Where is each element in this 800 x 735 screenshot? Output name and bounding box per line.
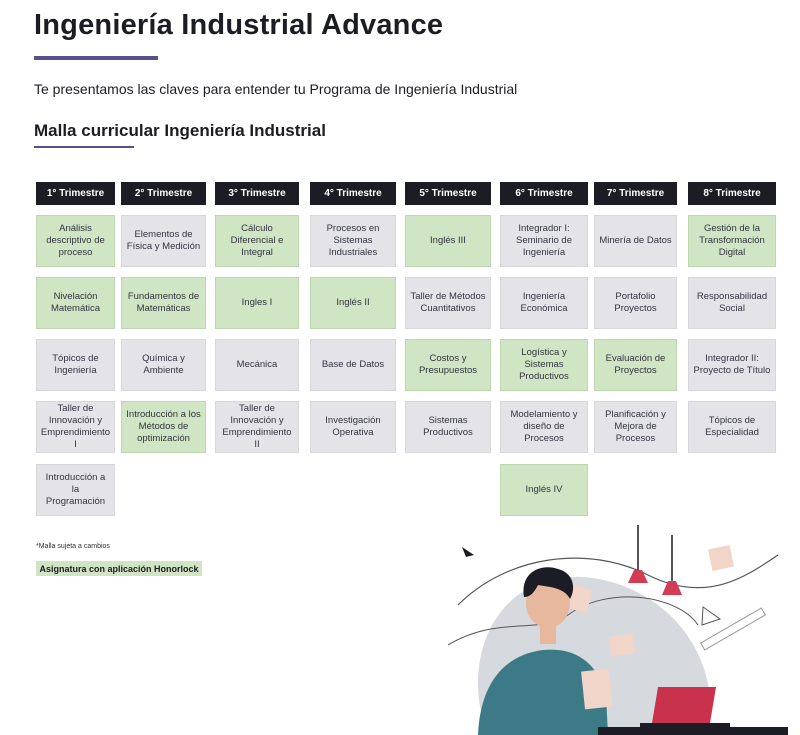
term-header-5: 5° Trimestre	[405, 182, 491, 205]
course-cell: Taller de Innovación y Emprendimiento I	[36, 401, 115, 453]
lamp-icon	[628, 570, 648, 583]
term-header-3: 3° Trimestre	[215, 182, 299, 205]
course-cell: Integrador II: Proyecto de Título	[688, 339, 776, 391]
course-cell: Evaluación de Proyectos	[594, 339, 677, 391]
legend-honorlock: Asignatura con aplicación Honorlock	[36, 561, 202, 576]
section-title: Malla curricular Ingeniería Industrial	[34, 121, 326, 140]
course-cell: Introducción a los Métodos de optimizaci…	[121, 401, 206, 453]
course-cell: Inglés III	[405, 215, 491, 267]
course-cell: Ingles I	[215, 277, 299, 329]
paper-icon-3	[608, 633, 636, 657]
ruler-icon	[700, 607, 766, 651]
course-cell: Planificación y Mejora de Procesos	[594, 401, 677, 453]
term-header-8: 8° Trimestre	[688, 182, 776, 205]
paper-icon-2	[567, 584, 593, 614]
course-cell: Ingeniería Económica	[500, 277, 588, 329]
course-cell: Análisis descriptivo de proceso	[36, 215, 115, 267]
course-cell: Minería de Datos	[594, 215, 677, 267]
swirl-line	[457, 554, 779, 606]
course-cell: Logística y Sistemas Productivos	[500, 339, 588, 391]
footnote: *Malla sujeta a cambios	[36, 543, 110, 550]
course-cell: Inglés IV	[500, 464, 588, 516]
course-cell: Taller de Métodos Cuantitativos	[405, 277, 491, 329]
course-cell: Cálculo Diferencial e Integral	[215, 215, 299, 267]
paper-icon	[707, 544, 735, 572]
course-cell: Taller de Innovación y Emprendimiento II	[215, 401, 299, 453]
course-cell: Tópicos de Ingeniería	[36, 339, 115, 391]
swirl-line-2	[448, 596, 699, 646]
course-cell: Mecánica	[215, 339, 299, 391]
course-cell: Elementos de Física y Medición	[121, 215, 206, 267]
course-cell: Gestión de la Transformación Digital	[688, 215, 776, 267]
page-title: Ingeniería Industrial Advance	[34, 9, 444, 41]
paper-sheet	[581, 668, 613, 710]
laptop-icon	[652, 687, 716, 723]
person-head	[526, 578, 570, 628]
section-underline	[34, 146, 134, 148]
course-cell: Procesos en Sistemas Industriales	[310, 215, 396, 267]
term-header-1: 1° Trimestre	[36, 182, 115, 205]
course-cell: Introducción a la Programación	[36, 464, 115, 516]
course-cell: Integrador I: Seminario de Ingeniería	[500, 215, 588, 267]
term-header-2: 2° Trimestre	[121, 182, 206, 205]
course-cell: Portafolio Proyectos	[594, 277, 677, 329]
course-cell: Sistemas Productivos	[405, 401, 491, 453]
course-cell: Costos y Presupuestos	[405, 339, 491, 391]
course-cell: Fundamentos de Matemáticas	[121, 277, 206, 329]
course-cell: Nivelación Matemática	[36, 277, 115, 329]
triangle-ruler-icon	[701, 606, 722, 626]
student-studying-illustration	[448, 525, 788, 735]
intro-text: Te presentamos las claves para entender …	[34, 81, 518, 97]
term-header-6: 6° Trimestre	[500, 182, 588, 205]
desk	[598, 727, 788, 735]
course-cell: Base de Datos	[310, 339, 396, 391]
course-cell: Modelamiento y diseño de Procesos	[500, 401, 588, 453]
arrow-icon	[462, 547, 474, 557]
course-cell: Inglés II	[310, 277, 396, 329]
term-header-4: 4° Trimestre	[310, 182, 396, 205]
course-cell: Tópicos de Especialidad	[688, 401, 776, 453]
term-header-7: 7° Trimestre	[594, 182, 677, 205]
course-cell: Química y Ambiente	[121, 339, 206, 391]
person-hair	[523, 567, 574, 599]
course-cell: Investigación Operativa	[310, 401, 396, 453]
course-cell: Responsabilidad Social	[688, 277, 776, 329]
lamp-icon-2	[662, 581, 682, 595]
title-underline	[34, 56, 158, 60]
